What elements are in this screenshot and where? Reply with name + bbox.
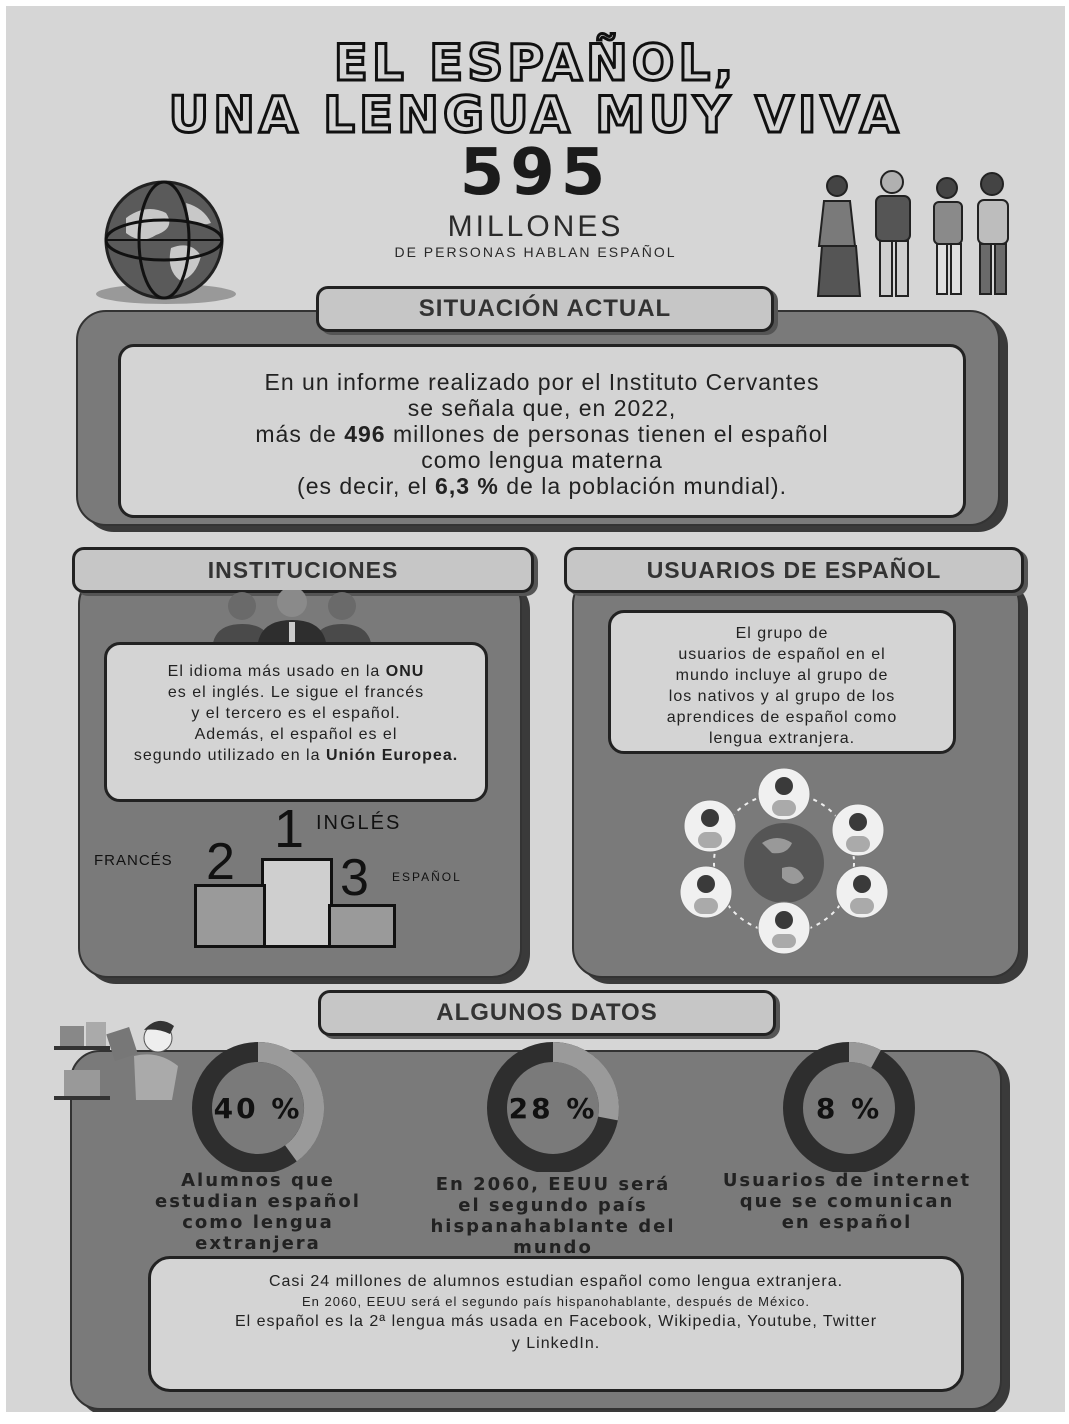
stat-6-3: 6,3 % (435, 473, 499, 499)
podium-third-number: 3 (340, 849, 369, 907)
summary-line-4: y LinkedIn. (511, 1335, 601, 1352)
donut-value-40 (257, 1042, 324, 1162)
podium-second (194, 884, 266, 948)
stats-donuts (192, 1042, 915, 1172)
headline-number: 595 (459, 136, 612, 210)
summary-line-2: En 2060, EEUU será el segundo país hispa… (302, 1294, 810, 1309)
datos-tab: ALGUNOS DATOS (318, 990, 776, 1036)
podium-third-label: ESPAÑOL (392, 870, 462, 884)
usuarios-line-2: usuarios de español en el (678, 646, 886, 663)
stat-496: 496 (344, 421, 386, 447)
stat-pct-2: 28 % (508, 1092, 598, 1125)
instituciones-text-box: El idioma más usado en la ONU es el ingl… (104, 642, 488, 802)
student-reading-icon (54, 1020, 178, 1100)
inst-line-4: Además, el español es el (194, 726, 398, 743)
situacion-line-4: como lengua materna (421, 447, 663, 473)
podium-first (261, 858, 333, 948)
situacion-tab: SITUACIÓN ACTUAL (316, 286, 774, 332)
datos-summary-box: Casi 24 millones de alumnos estudian esp… (148, 1256, 964, 1392)
usuarios-line-3: mundo incluye al grupo de (675, 667, 889, 684)
stat-pct-1: 40 % (213, 1092, 303, 1125)
title-line-2: UNA LENGUA MUY VIVA (167, 85, 903, 146)
podium-second-number: 2 (206, 833, 235, 891)
usuarios-tab: USUARIOS DE ESPAÑOL (564, 547, 1024, 593)
situacion-line-5: (es decir, el 6,3 % de la población mund… (297, 473, 787, 499)
globe-icon (96, 180, 236, 304)
stat-pct-3: 8 % (815, 1092, 883, 1125)
donut-value-8 (848, 1042, 881, 1068)
usuarios-text-box: El grupo de usuarios de español en el mu… (608, 610, 956, 754)
summary-line-3: El español es la 2ª lengua más usada en … (234, 1313, 878, 1330)
podium-first-label: INGLÉS (316, 812, 402, 834)
situacion-line-1: En un informe realizado por el Instituto… (264, 369, 820, 395)
inst-line-5: segundo utilizado en la Unión Europea. (133, 747, 459, 764)
headline-unit: MILLONES (447, 210, 624, 243)
podium-third (328, 904, 396, 948)
people-group-icon (816, 170, 1009, 297)
onu-label: ONU (385, 663, 425, 680)
donut-value-28 (552, 1042, 619, 1121)
ue-label: Unión Europea. (325, 747, 459, 764)
podium-second-label: FRANCÉS (94, 852, 173, 869)
title-line-1: EL ESPAÑOL, (332, 33, 738, 94)
inst-line-2: es el inglés. Le sigue el francés (167, 684, 425, 701)
summary-line-1: Casi 24 millones de alumnos estudian esp… (268, 1273, 844, 1290)
usuarios-line-6: lengua extranjera. (708, 730, 856, 747)
podium-first-number: 1 (274, 799, 305, 859)
inst-line-3: y el tercero es el español. (191, 705, 401, 722)
usuarios-line-5: aprendices de español como (666, 709, 898, 726)
infographic: EL ESPAÑOL, UNA LENGUA MUY VIVA 595 MILL… (6, 6, 1065, 1412)
usuarios-line-1: El grupo de (735, 625, 829, 642)
situacion-line-3: más de 496 millones de personas tienen e… (255, 421, 829, 447)
world-community-icon (679, 768, 889, 955)
situacion-text-box: En un informe realizado por el Instituto… (118, 344, 966, 518)
usuarios-line-4: los nativos y al grupo de los (668, 688, 896, 705)
instituciones-tab: INSTITUCIONES (72, 547, 534, 593)
headline-subtitle: DE PERSONAS HABLAN ESPAÑOL (394, 244, 677, 260)
inst-line-1: El idioma más usado en la ONU (167, 663, 425, 680)
situacion-line-2: se señala que, en 2022, (407, 395, 677, 421)
